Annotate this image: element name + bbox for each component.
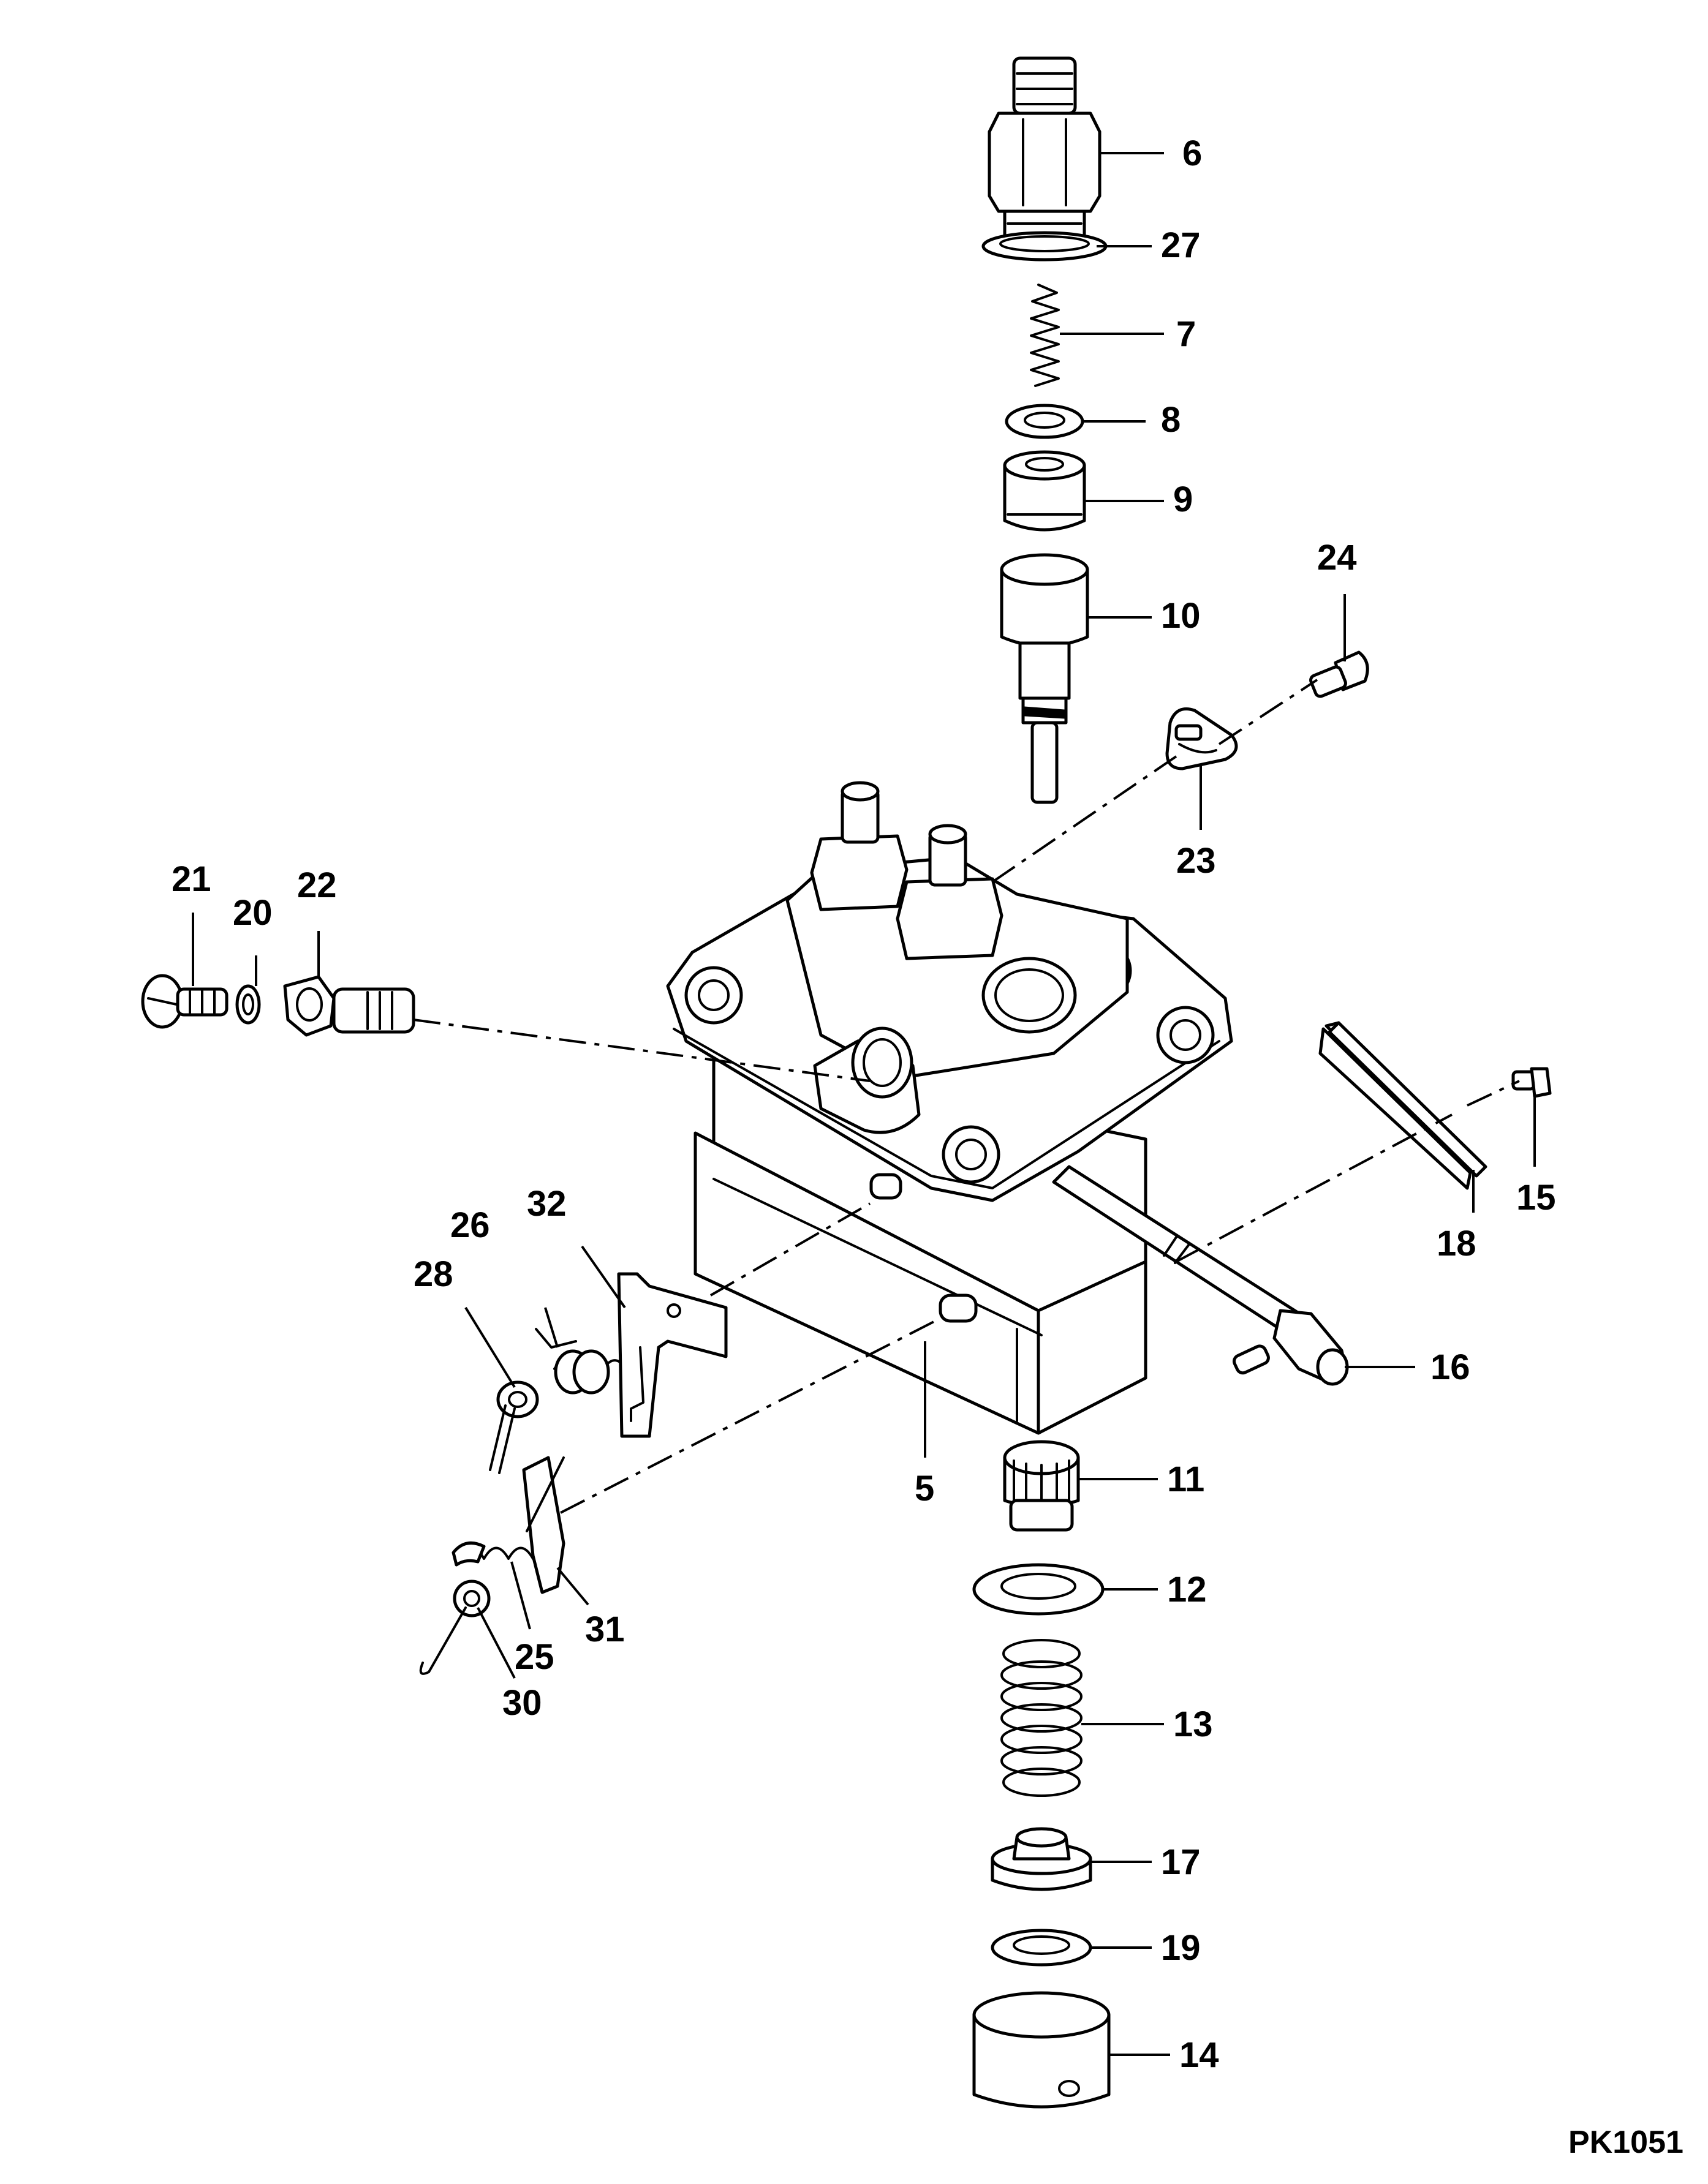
part-11-gear <box>1003 1440 1080 1532</box>
part-22-banjo-bolt <box>283 975 415 1037</box>
part-28-clip <box>489 1380 539 1474</box>
part-7-spring <box>1030 284 1060 387</box>
callout-11: 11 <box>1167 1459 1204 1499</box>
part-21-screw <box>141 974 229 1029</box>
callout-10: 10 <box>1161 596 1201 636</box>
callout-18: 18 <box>1437 1224 1476 1263</box>
part-15-screw <box>1511 1067 1552 1098</box>
part-24-screw <box>1309 650 1369 698</box>
part-26-spring <box>535 1328 629 1395</box>
part-6-delivery-valve-holder <box>988 56 1102 253</box>
part-25-spring <box>452 1541 534 1567</box>
callout-17: 17 <box>1161 1842 1201 1882</box>
part-12-washer <box>972 1563 1105 1616</box>
callout-14: 14 <box>1179 2035 1219 2075</box>
callout-32: 32 <box>527 1184 567 1224</box>
callout-26: 26 <box>450 1205 490 1245</box>
callout-6: 6 <box>1182 134 1202 173</box>
callout-23: 23 <box>1176 841 1216 881</box>
part-19-washer <box>991 1929 1092 1967</box>
callout-27: 27 <box>1161 225 1201 265</box>
part-30-clip <box>419 1580 491 1675</box>
part-31-lever <box>522 1456 565 1594</box>
callout-25: 25 <box>515 1637 554 1677</box>
callout-16: 16 <box>1430 1347 1470 1387</box>
drawing-code: PK1051 <box>1568 2125 1683 2160</box>
callout-13: 13 <box>1173 1704 1213 1744</box>
callout-15: 15 <box>1516 1178 1556 1218</box>
part-9-valve <box>1003 450 1086 532</box>
callout-28: 28 <box>414 1254 453 1294</box>
part-8-washer <box>1005 404 1084 439</box>
callouts: 6 27 7 8 9 10 24 23 21 20 22 15 18 16 32… <box>172 134 1556 2075</box>
part-20-washer <box>235 984 261 1025</box>
part-27-washer <box>981 231 1108 262</box>
leader-lines <box>192 152 1536 2056</box>
part-13-spring <box>1000 1639 1083 1797</box>
part-17-spring-seat <box>991 1827 1092 1891</box>
callout-31: 31 <box>585 1610 625 1649</box>
callout-24: 24 <box>1317 538 1357 578</box>
callout-30: 30 <box>502 1683 542 1723</box>
callout-19: 19 <box>1161 1928 1201 1968</box>
assembly-lines <box>413 679 1520 1514</box>
callout-20: 20 <box>233 893 273 933</box>
callout-12: 12 <box>1167 1570 1207 1610</box>
callout-7: 7 <box>1176 314 1196 354</box>
part-5-pump-body <box>666 781 1233 1435</box>
part-14-tappet <box>972 1991 1111 2109</box>
part-10-plunger <box>1000 553 1089 804</box>
callout-8: 8 <box>1161 400 1181 440</box>
part-32-bracket <box>617 1272 728 1438</box>
callout-9: 9 <box>1173 480 1193 519</box>
part-23-bracket <box>1165 707 1238 770</box>
callout-21: 21 <box>172 859 211 899</box>
callout-5: 5 <box>915 1469 934 1508</box>
callout-22: 22 <box>297 865 337 905</box>
part-18-plate <box>1318 1021 1487 1190</box>
